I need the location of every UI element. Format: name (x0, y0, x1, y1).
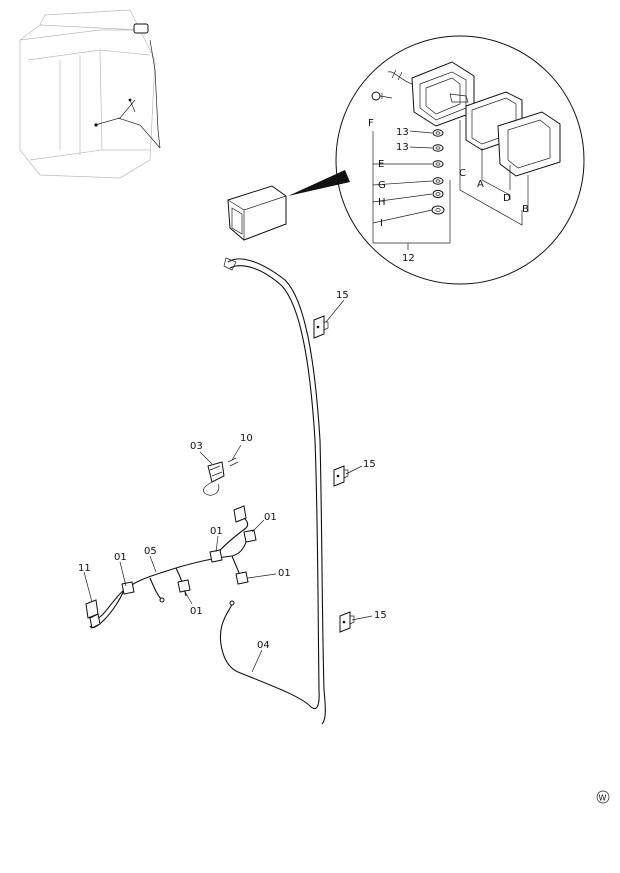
label-01-mid: 01 (210, 526, 223, 537)
switch-03 (203, 457, 239, 496)
bracket-15-bottom (339, 611, 355, 633)
label-A: A (477, 179, 484, 190)
label-F: F (368, 118, 374, 129)
detail-circle (335, 35, 585, 285)
bracket-15-top (313, 315, 329, 339)
label-04: 04 (257, 640, 270, 651)
label-G: G (378, 180, 386, 191)
label-13a: 13 (396, 127, 409, 138)
label-05: 05 (144, 546, 157, 557)
harness-04 (220, 257, 326, 725)
lamp-exploded-parts (371, 61, 561, 215)
label-C: C (459, 168, 466, 179)
w-mark: W (599, 794, 607, 803)
label-12: 12 (402, 253, 415, 264)
label-E: E (378, 159, 384, 170)
harness-05 (85, 505, 257, 629)
label-01-bottom: 01 (190, 606, 203, 617)
label-I: I (380, 218, 383, 229)
label-B: B (522, 204, 529, 215)
label-13b: 13 (396, 142, 409, 153)
label-01-right: 01 (278, 568, 291, 579)
label-D: D (503, 193, 511, 204)
label-01-left: 01 (114, 552, 127, 563)
label-10: 10 (240, 433, 253, 444)
detail-leader-lines (372, 120, 529, 250)
detail-pointer (288, 170, 350, 196)
label-15-top: 15 (336, 290, 349, 301)
work-light (227, 185, 287, 241)
label-H: H (378, 197, 386, 208)
w-mark-circle (596, 790, 610, 804)
label-15-middle: 15 (363, 459, 376, 470)
bracket-15-middle (333, 465, 349, 487)
harness-05-leaders (83, 519, 277, 673)
label-15-bottom: 15 (374, 610, 387, 621)
label-11: 11 (78, 563, 91, 574)
label-03: 03 (190, 441, 203, 452)
cab-outline (19, 9, 161, 179)
label-01-top: 01 (264, 512, 277, 523)
